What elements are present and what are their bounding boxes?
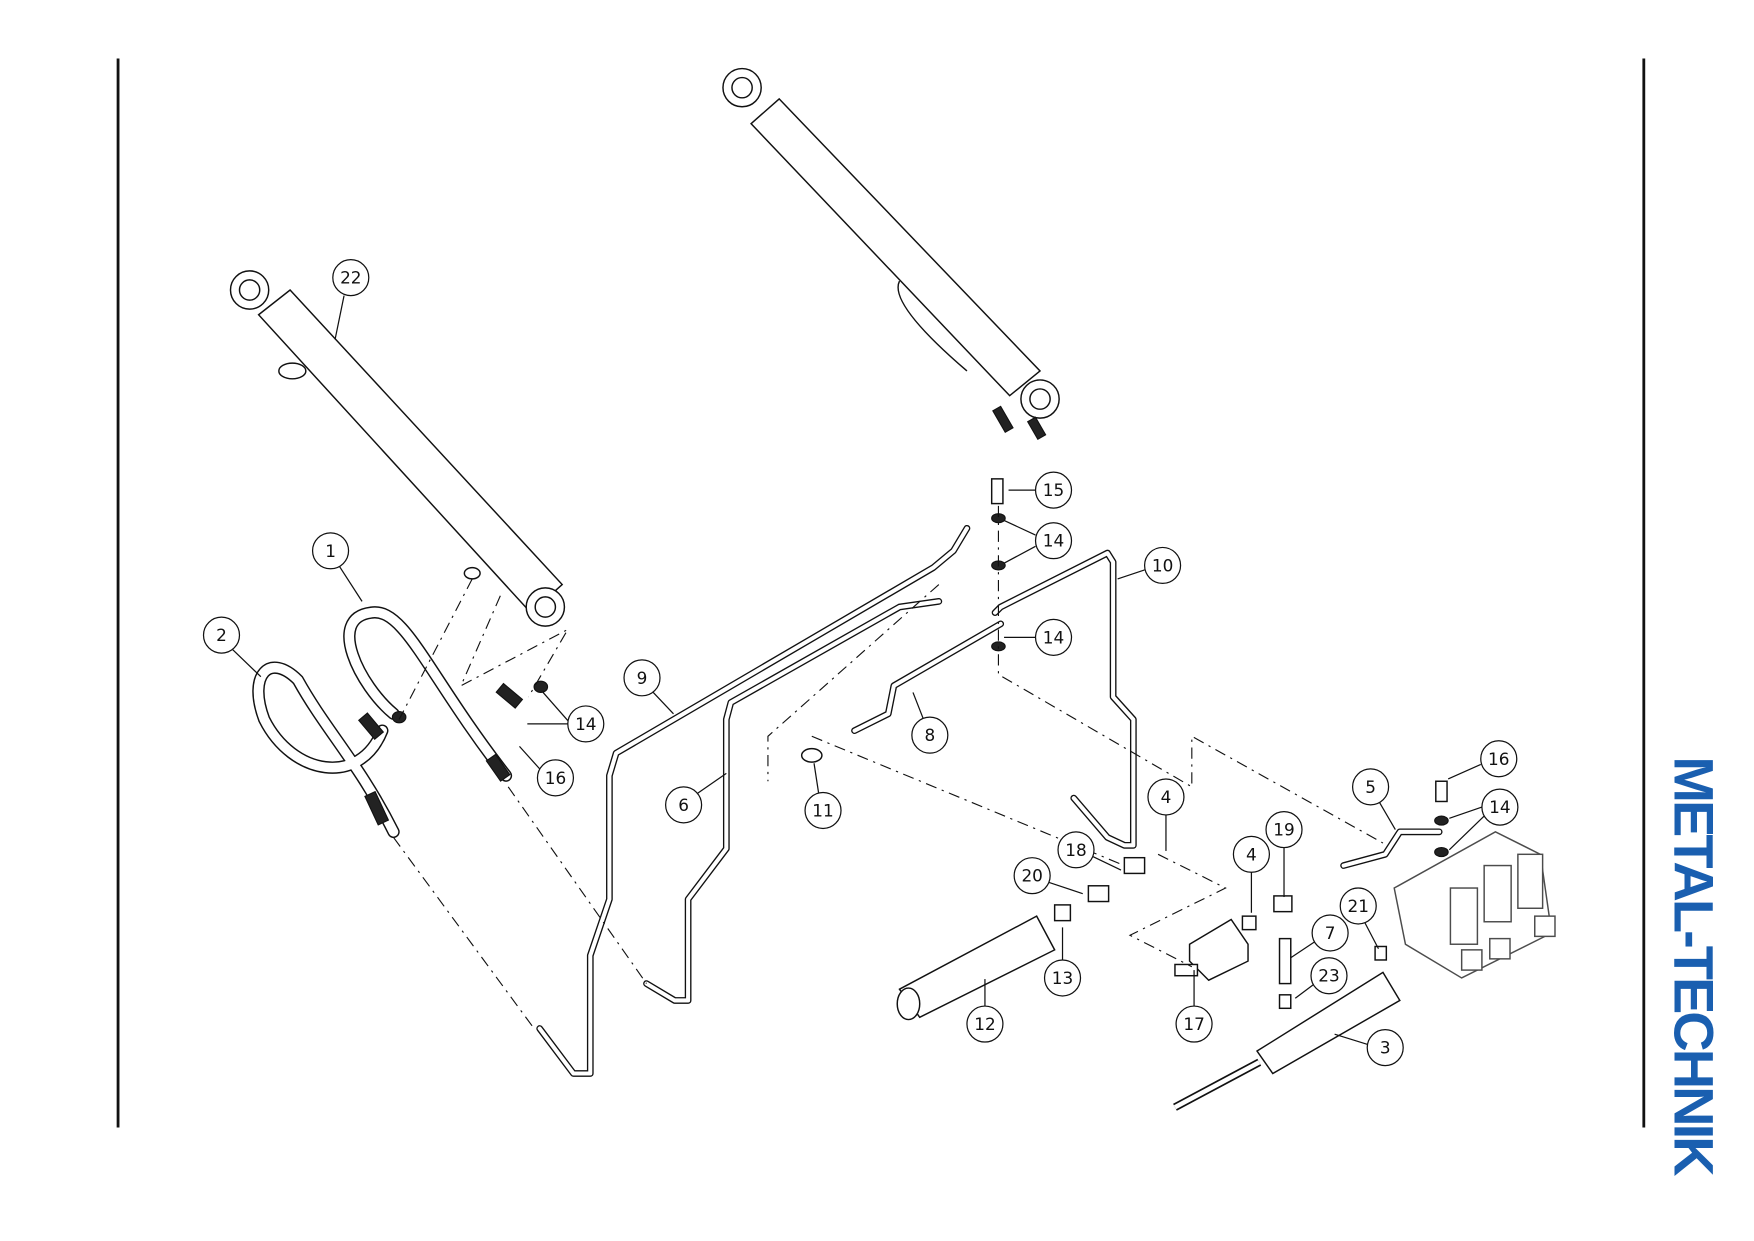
callout-20: 20 [1013,857,1083,895]
callout-13: 13 [1043,927,1082,997]
svg-text:18: 18 [1065,840,1086,860]
callout-4-upper: 4 [1147,778,1185,851]
callout-14-hose: 14 [527,692,605,743]
svg-text:8: 8 [924,725,935,745]
svg-text:6: 6 [678,795,689,815]
tubes [536,524,1443,1077]
callout-22: 22 [332,259,370,340]
callout-8: 8 [911,692,949,754]
svg-text:16: 16 [545,768,566,788]
callout-3: 3 [1334,1029,1404,1067]
small-cylinder [1173,971,1401,1111]
hydraulic-cylinder-left [229,270,566,627]
svg-text:22: 22 [340,268,361,288]
svg-text:7: 7 [1325,923,1336,943]
svg-text:14: 14 [1489,797,1510,817]
svg-text:14: 14 [1043,531,1064,551]
svg-text:14: 14 [1043,627,1064,647]
svg-text:15: 15 [1043,480,1064,500]
svg-text:4: 4 [1161,787,1172,807]
callout-9: 9 [623,659,674,715]
callout-5: 5 [1351,768,1396,830]
svg-text:3: 3 [1380,1038,1391,1058]
svg-text:16: 16 [1488,749,1509,769]
svg-text:1: 1 [325,541,336,561]
metal-technik-logo: METAL-TECHNIK [1663,756,1726,1173]
callout-1: 1 [311,532,363,602]
callout-19: 19 [1265,810,1303,898]
callouts: 22 1 2 14 16 9 6 15 14 10 14 8 11 4 18 2… [202,259,1519,1067]
callout-15: 15 [1008,471,1073,509]
callout-11: 11 [804,763,842,830]
callout-6: 6 [665,772,727,824]
callout-14-top: 14 [1003,519,1073,564]
control-valve-manifold [1393,831,1556,979]
svg-text:9: 9 [637,668,648,688]
svg-text:4: 4 [1246,844,1257,864]
callout-21: 21 [1339,887,1380,950]
svg-text:13: 13 [1052,968,1073,988]
accumulator [896,915,1056,1021]
svg-text:19: 19 [1273,820,1294,840]
callout-2: 2 [202,616,262,678]
svg-text:17: 17 [1183,1014,1204,1034]
callout-12: 12 [966,979,1004,1043]
callout-14-right: 14 [1448,788,1519,851]
svg-text:5: 5 [1365,777,1376,797]
svg-text:21: 21 [1347,896,1368,916]
svg-text:2: 2 [216,625,227,645]
callout-23: 23 [1294,957,1348,999]
callout-14-mid: 14 [1004,618,1073,656]
svg-text:11: 11 [812,800,833,820]
callout-16-hose: 16 [518,745,575,797]
hydraulic-cylinder-top [722,67,1060,441]
svg-text:23: 23 [1318,966,1339,986]
svg-text:12: 12 [974,1014,995,1034]
callout-10: 10 [1117,546,1182,585]
hose-1 [343,606,524,782]
callout-17: 17 [1175,970,1213,1043]
hose-2 [252,661,400,839]
svg-text:10: 10 [1152,555,1173,575]
svg-text:14: 14 [575,714,596,734]
callout-7: 7 [1290,914,1349,959]
svg-text:20: 20 [1021,866,1042,886]
callout-16-right: 16 [1447,740,1518,780]
callout-4-lower: 4 [1232,835,1271,913]
valve-block [1174,918,1249,982]
callout-18: 18 [1057,831,1122,871]
logo-text: METAL-TECHNIK [1662,756,1726,1174]
